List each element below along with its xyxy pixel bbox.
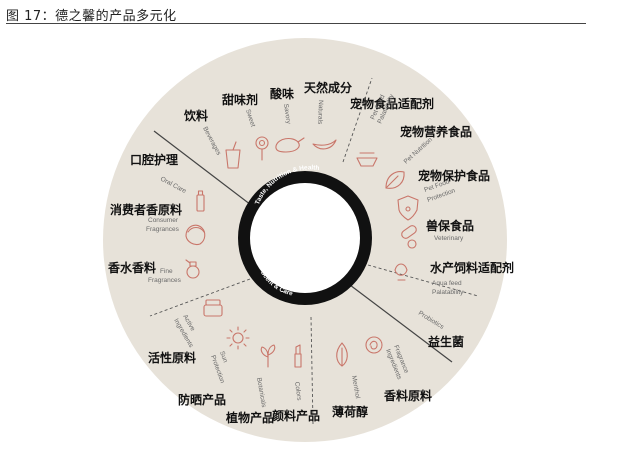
pet-bowl-icon xyxy=(356,152,378,167)
rose-icon xyxy=(365,336,383,354)
lollipop-icon xyxy=(255,136,269,161)
plant-icon xyxy=(260,344,276,368)
segment-dividers xyxy=(149,77,479,425)
label-fine-fragrances-en-2: Fragrances xyxy=(148,277,182,284)
sun-icon xyxy=(226,326,250,350)
mint-leaf-icon xyxy=(336,342,348,367)
label-aqua-feed-en-2: Palatability xyxy=(432,289,464,296)
label-veterinary-zh: 兽保食品 xyxy=(426,218,474,233)
label-botanicals-zh: 植物产品 xyxy=(225,410,274,425)
label-colors-zh: 颜料产品 xyxy=(272,408,320,423)
figure-title: 图 17：德之馨的产品多元化 xyxy=(6,9,177,24)
label-fine-fragrances-zh: 香水香料 xyxy=(107,260,156,275)
toothpaste-icon xyxy=(196,190,205,212)
roast-chicken-icon xyxy=(275,137,305,153)
face-icon xyxy=(185,224,206,246)
label-oral-care-zh: 口腔护理 xyxy=(130,152,178,167)
label-active-ingredients-zh: 活性原料 xyxy=(148,350,196,365)
label-colors-en: Colors xyxy=(293,381,303,401)
label-consumer-fragrances-en-2: Fragrances xyxy=(146,226,180,233)
label-pet-food-protection-zh: 宠物保护食品 xyxy=(418,168,490,183)
label-menthol-zh: 薄荷醇 xyxy=(332,404,368,419)
label-savory-zh: 酸味 xyxy=(270,86,294,101)
label-menthol-en: Menthol xyxy=(350,375,361,400)
fish-icon xyxy=(394,263,408,281)
label-sun-protection-zh: 防晒产品 xyxy=(178,392,226,407)
perfume-icon xyxy=(185,259,200,279)
label-pet-nutrition-zh: 宠物营养食品 xyxy=(400,124,472,139)
capsule-icon xyxy=(401,225,417,249)
shield-paw-icon xyxy=(397,195,419,221)
leaf-icon xyxy=(385,171,405,189)
cream-jar-icon xyxy=(203,299,223,317)
label-pet-food-palatability-zh: 宠物食品适配剂 xyxy=(350,96,434,111)
banana-icon xyxy=(312,139,337,150)
label-sweet-zh: 甜味剂 xyxy=(222,92,258,107)
label-consumer-fragrances-zh: 消费者香原料 xyxy=(110,202,182,217)
cup-icon xyxy=(225,141,241,169)
label-aqua-feed-zh: 水产饲料适配剂 xyxy=(430,260,514,275)
label-sun-protection-en-1: Sun xyxy=(218,350,229,364)
label-naturals-en: Naturals xyxy=(316,100,324,125)
label-veterinary-en: Veterinary xyxy=(434,235,464,242)
main-dividers xyxy=(153,130,453,363)
label-beverages-zh: 饮料 xyxy=(183,108,208,123)
lipstick-icon xyxy=(294,344,302,368)
label-probiotics-zh: 益生菌 xyxy=(428,334,464,349)
label-consumer-fragrances-en-1: Consumer xyxy=(148,217,179,224)
label-savory-en: Savory xyxy=(282,103,292,125)
label-naturals-zh: 天然成分 xyxy=(304,80,352,95)
label-fine-fragrances-en-1: Fine xyxy=(160,268,173,275)
title-underline xyxy=(6,23,586,24)
center-hole xyxy=(250,183,360,293)
label-fragrance-ingredients-zh: 香料原料 xyxy=(383,388,432,403)
label-aqua-feed-en-1: Aqua feed xyxy=(432,280,462,287)
